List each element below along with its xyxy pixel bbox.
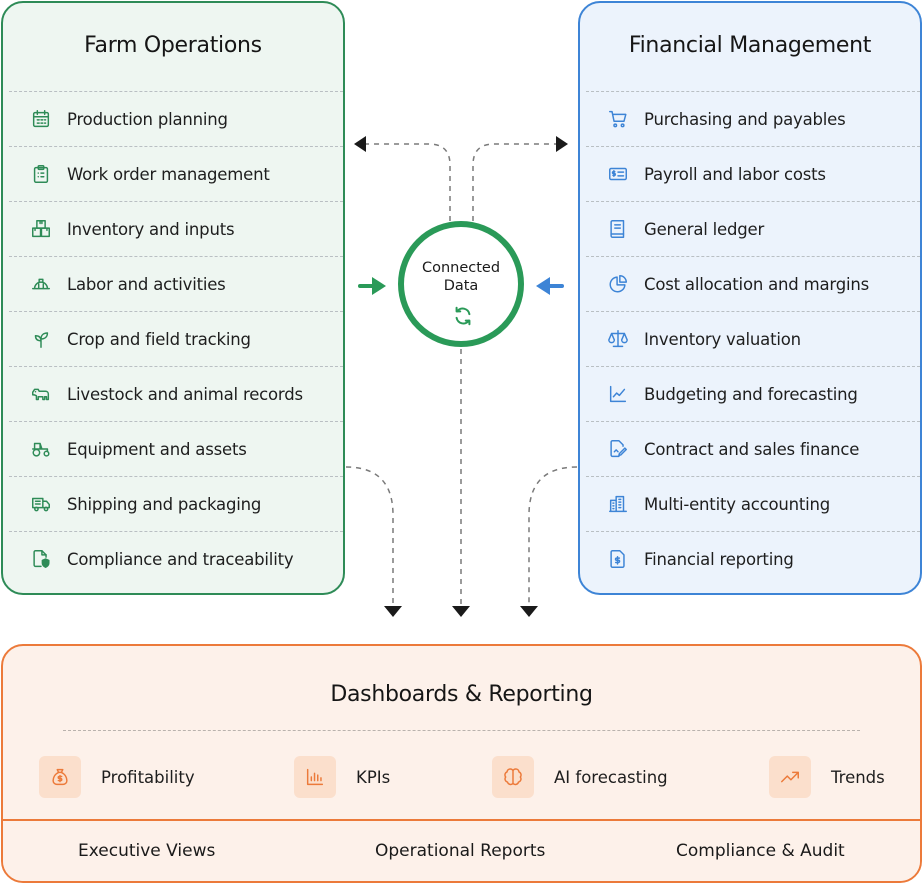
financial-management-panel: Financial Management Purchasing and paya… xyxy=(578,1,922,595)
arrowhead-left xyxy=(354,136,366,152)
farm-item-livestock-and-animal-records[interactable]: Livestock and animal records xyxy=(9,366,343,421)
finance-item-budgeting-and-forecasting[interactable]: Budgeting and forecasting xyxy=(586,366,920,421)
calendar-icon xyxy=(29,107,53,131)
arrowhead-down-right xyxy=(520,606,538,617)
arrowhead-down-left xyxy=(384,606,402,617)
finance-item-label: Contract and sales finance xyxy=(644,439,860,459)
farm-item-shipping-and-packaging[interactable]: Shipping and packaging xyxy=(9,476,343,531)
connector-hub-to-right xyxy=(472,143,556,221)
finance-item-label: Financial reporting xyxy=(644,549,794,569)
metric-label: AI forecasting xyxy=(554,767,668,787)
dashboards-reporting-panel: Dashboards & Reporting Profitability KPI… xyxy=(1,644,922,883)
metric-label: Profitability xyxy=(101,767,195,787)
trend-up-icon xyxy=(769,756,811,798)
metric-profitability[interactable]: Profitability xyxy=(39,756,195,798)
metric-label: KPIs xyxy=(356,767,391,787)
finance-item-label: Purchasing and payables xyxy=(644,109,846,129)
pie-chart-icon xyxy=(606,272,630,296)
sync-icon xyxy=(455,306,471,326)
file-shield-icon xyxy=(29,547,53,571)
farm-item-label: Work order management xyxy=(67,164,270,184)
finance-item-label: Multi-entity accounting xyxy=(644,494,831,514)
truck-icon xyxy=(29,492,53,516)
farm-item-production-planning[interactable]: Production planning xyxy=(9,91,343,146)
metric-ai-forecasting[interactable]: AI forecasting xyxy=(492,756,668,798)
green-arrow xyxy=(358,277,386,295)
finance-item-payroll-and-labor-costs[interactable]: Payroll and labor costs xyxy=(586,146,920,201)
finance-item-contract-and-sales-finance[interactable]: Contract and sales finance xyxy=(586,421,920,476)
financial-management-list: Purchasing and payables Payroll and labo… xyxy=(586,91,920,586)
footer-compliance-audit[interactable]: Compliance & Audit xyxy=(676,841,845,861)
cart-icon xyxy=(606,107,630,131)
boxes-icon xyxy=(29,217,53,241)
farm-item-label: Livestock and animal records xyxy=(67,384,303,404)
cow-icon xyxy=(29,382,53,406)
finance-item-purchasing-and-payables[interactable]: Purchasing and payables xyxy=(586,91,920,146)
finance-item-financial-reporting[interactable]: Financial reporting xyxy=(586,531,920,586)
farm-item-label: Equipment and assets xyxy=(67,439,247,459)
connector-finance-down xyxy=(528,466,578,604)
document-pen-icon xyxy=(606,437,630,461)
finance-item-inventory-valuation[interactable]: Inventory valuation xyxy=(586,311,920,366)
farm-item-label: Crop and field tracking xyxy=(67,329,251,349)
farm-item-crop-and-field-tracking[interactable]: Crop and field tracking xyxy=(9,311,343,366)
arrowhead-down-center xyxy=(452,606,470,617)
finance-item-label: General ledger xyxy=(644,219,765,239)
hub-label-line1: Connected xyxy=(421,260,501,276)
farm-operations-title: Farm Operations xyxy=(84,33,262,58)
scale-icon xyxy=(606,327,630,351)
brain-icon xyxy=(492,756,534,798)
finance-item-label: Inventory valuation xyxy=(644,329,801,349)
metric-label: Trends xyxy=(831,767,885,787)
farm-operations-panel: Farm Operations Production planning Work… xyxy=(1,1,345,595)
arrowhead-right xyxy=(556,136,568,152)
dashboard-footer: Executive Views Operational Reports Comp… xyxy=(3,819,920,881)
farm-item-equipment-and-assets[interactable]: Equipment and assets xyxy=(9,421,343,476)
farm-item-label: Labor and activities xyxy=(67,274,226,294)
connector-hub-to-left xyxy=(366,143,451,221)
farm-item-compliance-and-traceability[interactable]: Compliance and traceability xyxy=(9,531,343,586)
dollar-file-icon xyxy=(606,547,630,571)
money-bag-icon xyxy=(39,756,81,798)
farm-operations-list: Production planning Work order managemen… xyxy=(9,91,343,586)
farm-item-label: Shipping and packaging xyxy=(67,494,262,514)
farm-item-inventory-and-inputs[interactable]: Inventory and inputs xyxy=(9,201,343,256)
blue-arrow xyxy=(536,277,564,295)
clipboard-icon xyxy=(29,162,53,186)
footer-operational-reports[interactable]: Operational Reports xyxy=(375,841,546,861)
payroll-card-icon xyxy=(606,162,630,186)
finance-item-label: Budgeting and forecasting xyxy=(644,384,858,404)
farm-item-label: Production planning xyxy=(67,109,228,129)
dashboards-reporting-title: Dashboards & Reporting xyxy=(330,682,593,707)
farm-item-label: Inventory and inputs xyxy=(67,219,235,239)
hard-hat-icon xyxy=(29,272,53,296)
finance-item-general-ledger[interactable]: General ledger xyxy=(586,201,920,256)
bar-chart-icon xyxy=(294,756,336,798)
footer-executive-views[interactable]: Executive Views xyxy=(78,841,216,861)
metric-kpis[interactable]: KPIs xyxy=(294,756,390,798)
divider xyxy=(63,730,860,731)
hub-label: Connected Data xyxy=(404,259,518,295)
connector-farm-down xyxy=(345,466,394,604)
farm-item-labor-and-activities[interactable]: Labor and activities xyxy=(9,256,343,311)
finance-item-label: Payroll and labor costs xyxy=(644,164,826,184)
sprout-icon xyxy=(29,327,53,351)
buildings-icon xyxy=(606,492,630,516)
finance-item-label: Cost allocation and margins xyxy=(644,274,870,294)
farm-item-work-order-management[interactable]: Work order management xyxy=(9,146,343,201)
finance-item-multi-entity-accounting[interactable]: Multi-entity accounting xyxy=(586,476,920,531)
metric-trends[interactable]: Trends xyxy=(769,756,885,798)
tractor-icon xyxy=(29,437,53,461)
financial-management-title: Financial Management xyxy=(628,33,872,58)
finance-item-cost-allocation-and-margins[interactable]: Cost allocation and margins xyxy=(586,256,920,311)
line-chart-icon xyxy=(606,382,630,406)
hub-label-line2: Data xyxy=(443,278,479,294)
connected-data-hub: Connected Data xyxy=(398,221,524,347)
farm-item-label: Compliance and traceability xyxy=(67,549,294,569)
ledger-book-icon xyxy=(606,217,630,241)
